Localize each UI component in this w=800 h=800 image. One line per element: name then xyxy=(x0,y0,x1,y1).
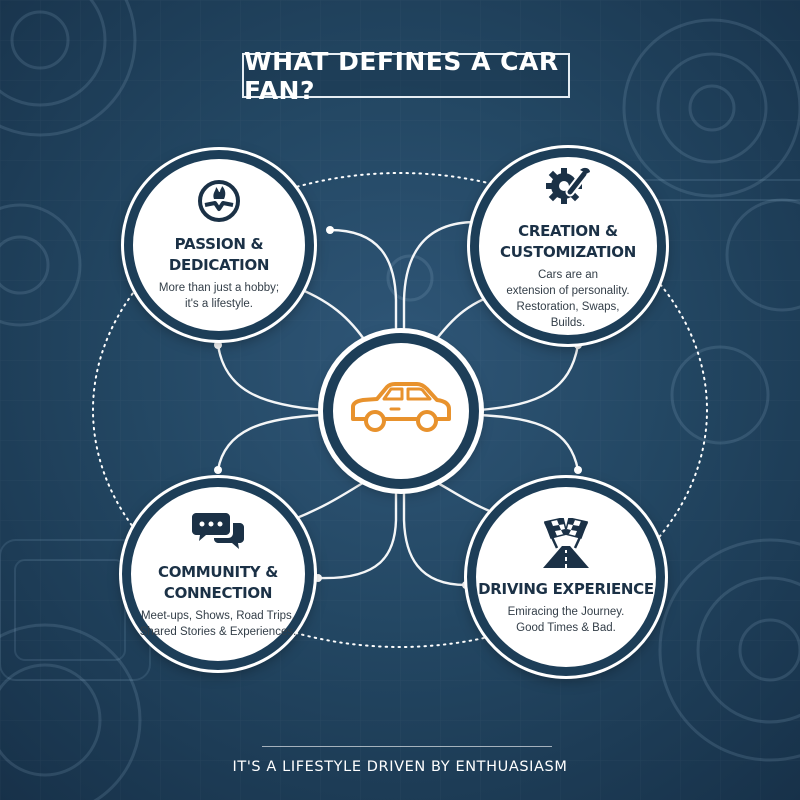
footer-divider xyxy=(262,746,552,747)
connector-line xyxy=(317,489,398,580)
dotted-ring xyxy=(92,172,708,648)
connector-line xyxy=(478,344,580,412)
node-description: Cars are an extension of personality. Re… xyxy=(506,268,630,329)
connector-line xyxy=(478,413,580,471)
checkered-flags-road-icon xyxy=(535,517,597,573)
node-community-connection: COMMUNITY & CONNECTION Meet-ups, Shows, … xyxy=(122,478,314,670)
node-description: Emiracing the Journey. Good Times & Bad. xyxy=(507,606,625,634)
connector-dot xyxy=(314,574,322,582)
connector-line xyxy=(402,489,467,587)
node-title: PASSION & DEDICATION xyxy=(168,234,270,274)
gear-outline-icon xyxy=(0,0,137,137)
node-creation-customization: CREATION & CUSTOMIZATION Cars are an ext… xyxy=(470,148,666,344)
node-title: CREATION & CUSTOMIZATION xyxy=(499,221,637,261)
connector-line xyxy=(402,220,477,335)
node-driving-experience: DRIVING EXPERIENCE Emiracing the Journey… xyxy=(467,478,665,676)
connector-line xyxy=(291,478,369,522)
footer-tagline: IT'S A LIFESTYLE DRIVEN BY ENTHUASIASM xyxy=(232,759,568,775)
connector-dot xyxy=(214,466,222,474)
chat-bubbles-icon xyxy=(192,509,244,556)
connector-dot xyxy=(574,466,582,474)
node-passion-dedication: PASSION & DEDICATION More than just a ho… xyxy=(124,150,314,340)
page-title: WHAT DEFINES A CAR FAN? xyxy=(242,47,570,105)
car-icon xyxy=(347,379,455,444)
node-title: COMMUNITY & CONNECTION xyxy=(157,562,279,602)
steering-wheel-flame-icon xyxy=(197,179,241,228)
connector-line xyxy=(216,413,324,471)
node-center-car xyxy=(323,333,479,489)
node-description: More than just a hobby; it's a lifestyle… xyxy=(158,281,280,310)
gear-outline-icon xyxy=(622,18,800,198)
gear-wrench-icon xyxy=(544,162,592,215)
wheel-outline-icon xyxy=(658,538,800,762)
connector-line xyxy=(216,344,324,412)
node-title: DRIVING EXPERIENCE xyxy=(478,580,654,598)
connector-line xyxy=(289,283,369,346)
connector-line xyxy=(329,228,398,335)
node-description: Meet-ups, Shows, Road Trips. Shared Stor… xyxy=(139,609,297,638)
connector-dot xyxy=(326,226,334,234)
connector-dot xyxy=(214,341,222,349)
